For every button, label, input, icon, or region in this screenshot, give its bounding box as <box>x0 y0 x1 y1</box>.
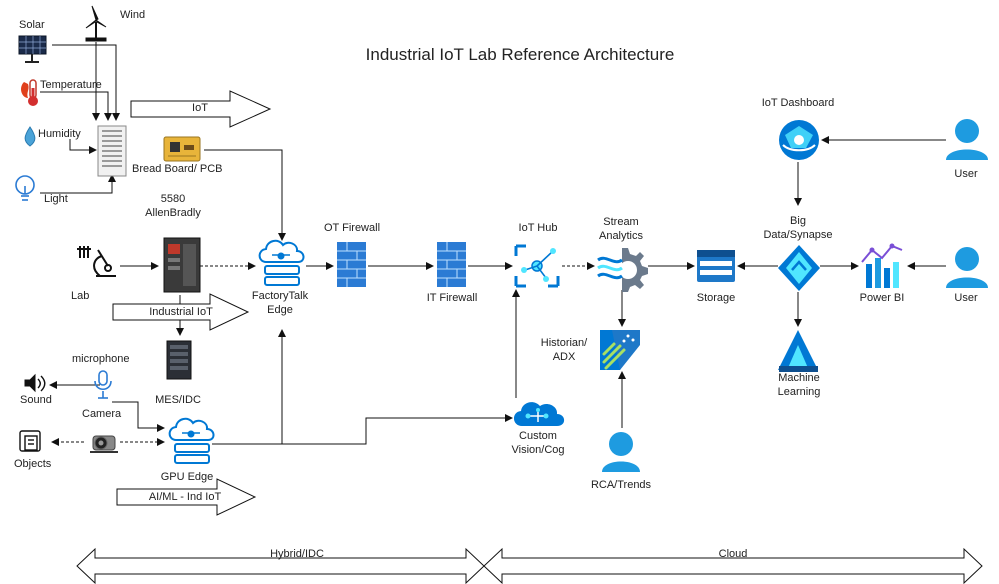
microphone-to-gpu <box>112 401 165 432</box>
stream-label-2: Analytics <box>598 230 644 242</box>
custom-vision-icon <box>513 402 565 426</box>
historian-label-2: ADX <box>552 351 576 363</box>
wind-turbine-icon <box>85 5 107 42</box>
gpu-edge-icon <box>168 417 215 464</box>
mes-label: MES/IDC <box>155 394 201 406</box>
user-icon-rca <box>602 432 640 472</box>
breadboard-label: Bread Board/ PCB <box>132 163 223 175</box>
microphone-label: microphone <box>72 353 130 365</box>
cloud-zone-arrow <box>483 547 983 584</box>
humidity-to-breadboard <box>69 139 97 154</box>
iot-dashboard-icon <box>779 120 819 160</box>
lab-label: Lab <box>71 290 90 302</box>
iot-hub-icon <box>514 244 560 288</box>
user-mid-label: User <box>954 292 978 304</box>
breadboard-icon <box>97 125 127 177</box>
hybrid-zone-label: Hybrid/IDC <box>270 548 324 560</box>
stream-analytics-icon <box>597 248 648 292</box>
solar-icon <box>18 35 47 63</box>
camera-label: Camera <box>82 408 122 420</box>
rca-label: RCA/Trends <box>590 479 652 491</box>
machine-learning-icon <box>778 330 818 372</box>
plc-brand-label: AllenBradly <box>145 207 201 219</box>
aiml-arrow-label: AI/ML - Ind IoT <box>148 491 222 503</box>
custom-vision-label-1: Custom <box>519 430 557 442</box>
big-data-label-2: Data/Synapse <box>763 229 833 241</box>
light-to-breadboard <box>40 174 116 194</box>
historian-label-1: Historian/ <box>540 337 588 349</box>
industrial-iot-arrow-label: Industrial IoT <box>149 306 213 318</box>
solar-to-breadboard <box>52 44 120 121</box>
cloud-zone-label: Cloud <box>718 548 748 560</box>
stream-label-1: Stream <box>603 216 639 228</box>
pcb-icon <box>163 136 201 162</box>
light-label: Light <box>44 193 68 205</box>
ot-firewall-icon <box>337 242 366 287</box>
ml-label-2: Learning <box>777 386 821 398</box>
block-arrows <box>76 90 983 584</box>
iot-arrow-label: IoT <box>192 102 208 114</box>
ot-firewall-label: OT Firewall <box>323 222 381 234</box>
connectors <box>40 42 946 446</box>
sound-label: Sound <box>20 394 52 406</box>
server-rack-icon <box>166 340 192 380</box>
temperature-to-breadboard <box>40 91 112 121</box>
diagram-title: Industrial IoT Lab Reference Architectur… <box>365 45 675 64</box>
user-icon-top <box>946 119 988 160</box>
solar-label: Solar <box>19 19 45 31</box>
custom-vision-label-2: Vision/Cog <box>511 444 565 456</box>
plc-model-label: 5580 <box>160 193 186 205</box>
objects-icon <box>19 430 41 452</box>
industrial-iot-arrow <box>112 293 250 331</box>
factorytalk-edge-icon <box>258 239 305 286</box>
speaker-icon <box>24 373 46 393</box>
gpu-to-customvision <box>212 414 513 445</box>
temperature-label: Temperature <box>40 79 102 91</box>
storage-label: Storage <box>696 292 736 304</box>
breadboard-to-factorytalk <box>204 149 286 241</box>
water-drop-icon <box>24 126 36 147</box>
humidity-label: Humidity <box>38 128 81 140</box>
it-firewall-icon <box>437 242 466 287</box>
microscope-icon <box>77 246 116 277</box>
iot-hub-label: IoT Hub <box>518 222 558 234</box>
aiml-arrow <box>116 478 257 516</box>
historian-adx-icon <box>600 330 640 370</box>
iot-dashboard-label: IoT Dashboard <box>761 97 835 109</box>
user-top-label: User <box>954 168 978 180</box>
camera-icon <box>90 435 118 453</box>
iot-arrow <box>130 90 272 128</box>
it-firewall-label: IT Firewall <box>426 292 478 304</box>
microphone-icon <box>94 370 112 399</box>
synapse-icon <box>778 245 820 291</box>
objects-label: Objects <box>14 458 52 470</box>
storage-icon <box>697 250 735 282</box>
factorytalk-label-1: FactoryTalk <box>251 290 309 302</box>
wind-label: Wind <box>120 9 146 21</box>
light-bulb-icon <box>15 175 35 201</box>
power-bi-label: Power BI <box>859 292 905 304</box>
gpu-edge-label: GPU Edge <box>160 471 214 483</box>
power-bi-icon <box>861 243 903 288</box>
factorytalk-label-2: Edge <box>267 304 293 316</box>
user-icon-mid <box>946 247 988 288</box>
ml-label-1: Machine <box>778 372 820 384</box>
plc-icon <box>163 237 201 293</box>
thermometer-icon <box>21 79 38 106</box>
big-data-label-1: Big <box>790 215 806 227</box>
